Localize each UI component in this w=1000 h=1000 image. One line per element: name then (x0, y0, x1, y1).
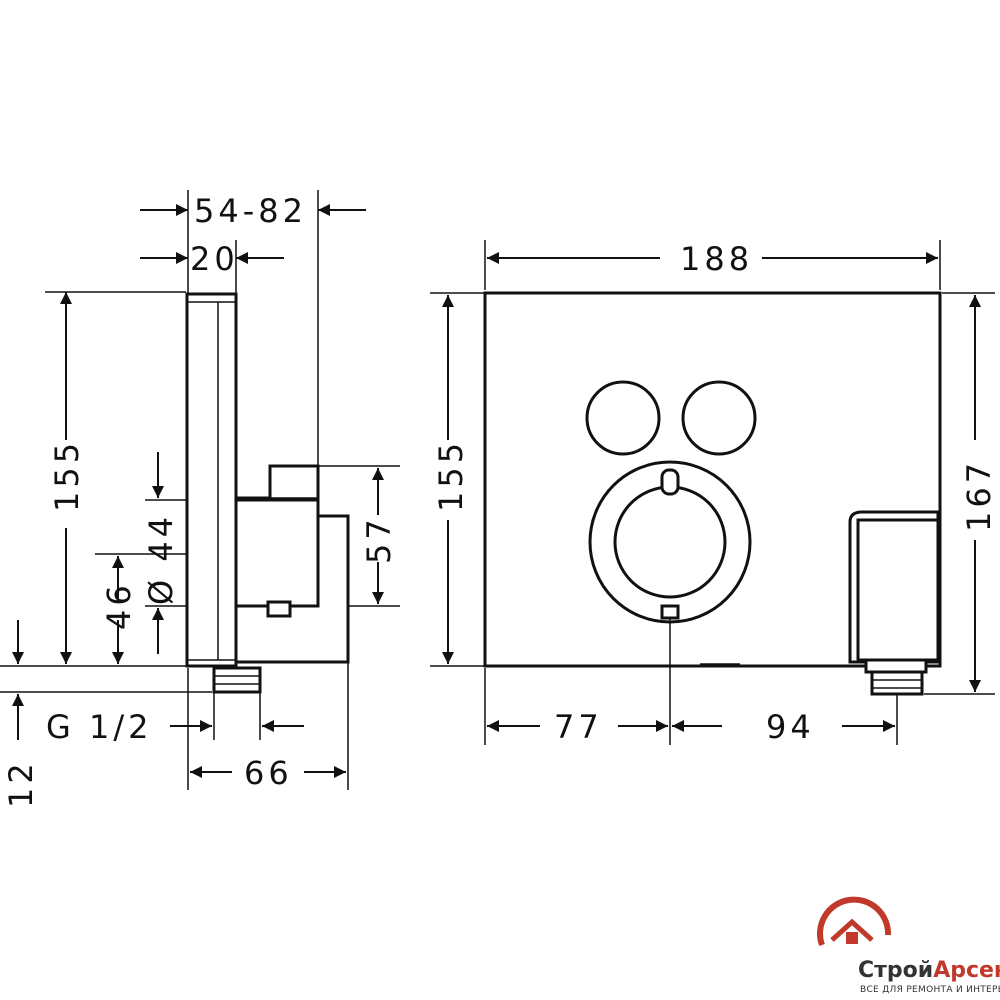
dim-label-side-depth: 54-82 (194, 192, 307, 230)
dim-label-front-right-offset: 94 (766, 708, 815, 746)
dim-dia-44: Ø 44 (142, 452, 186, 654)
push-button-1-icon (585, 380, 661, 456)
dim-label-front-left-offset: 77 (554, 708, 603, 746)
dim-label-spout-diameter: Ø 44 (142, 513, 180, 605)
dim-label-side-cover: 20 (190, 240, 239, 278)
front-view: 188 155 167 77 94 (430, 240, 998, 746)
dim-20: 20 (140, 240, 284, 278)
dim-label-side-base-depth: 66 (244, 754, 293, 792)
dim-label-front-width: 188 (680, 240, 753, 278)
dim-label-side-height: 155 (48, 439, 86, 512)
dim-label-front-total-height: 167 (960, 459, 998, 532)
logo-tagline: ВСЕ ДЛЯ РЕМОНТА И ИНТЕРЬЕРА (860, 985, 1000, 995)
push-button-2-icon (681, 380, 757, 456)
dim-167: 167 (924, 292, 998, 695)
dim-12: 12 (2, 620, 40, 808)
dim-77-94: 77 94 (484, 618, 898, 746)
store-logo: СтройАрсенал ВСЕ ДЛЯ РЕМОНТА И ИНТЕРЬЕРА (817, 896, 1000, 995)
dim-188: 188 (484, 240, 941, 290)
dim-57: 57 (318, 465, 400, 607)
logo-name-part2: Арсенал (933, 958, 1000, 983)
dim-155-side: 155 (45, 291, 186, 664)
thermostat-knob-icon (588, 460, 752, 624)
dim-66: 66 (187, 662, 349, 792)
dim-155-front: 155 (430, 292, 484, 667)
dim-label-side-outlet-offset: 57 (360, 515, 398, 564)
dim-46: 46 (95, 553, 186, 664)
side-inlet-nut (212, 666, 262, 694)
dim-label-thread: G 1/2 (46, 708, 152, 746)
side-cover-plate (185, 292, 238, 668)
logo-name-part1: Строй (858, 958, 933, 983)
dim-label-side-inlet-height: 46 (100, 581, 138, 630)
house-logo-icon (817, 896, 892, 947)
dim-thread: G 1/2 (46, 692, 304, 746)
side-view: 54-82 20 155 (0, 190, 400, 808)
dim-label-front-height: 155 (432, 439, 470, 512)
svg-text:СтройАрсенал: СтройАрсенал (858, 958, 1000, 983)
dim-54-82: 54-82 (140, 192, 366, 230)
dim-label-side-bottom: 12 (2, 759, 40, 808)
